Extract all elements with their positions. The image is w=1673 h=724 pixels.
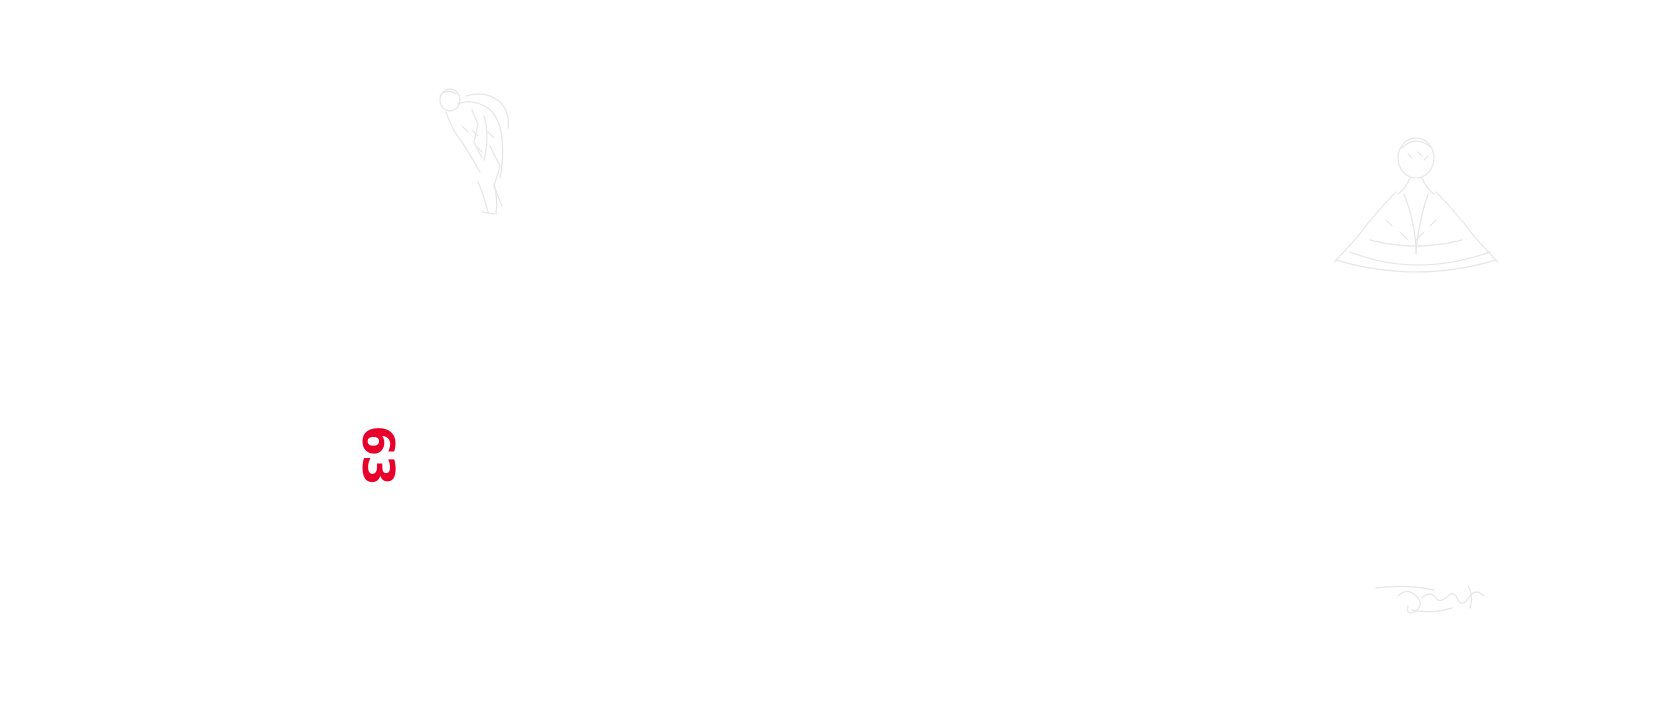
page-number: 63 — [352, 425, 403, 485]
signature-sketch — [1372, 580, 1500, 616]
seated-figure-sketch — [1330, 136, 1500, 276]
standing-figure-sketch — [432, 86, 532, 220]
